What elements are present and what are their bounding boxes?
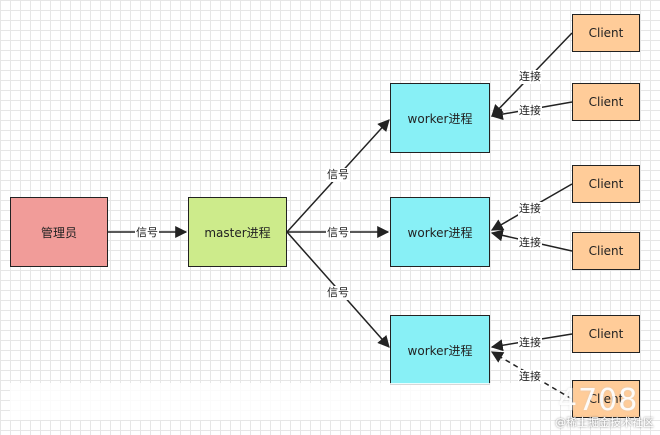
watermark-text: @稀土掘金技术社区 (555, 416, 654, 429)
worker-label-3: worker进程 (407, 343, 473, 358)
client-label-2: Client (588, 95, 624, 109)
edge-label-client-1: 连接 (518, 70, 542, 84)
edge-label-admin-master: 信号 (135, 226, 159, 240)
client-node-3: Client (572, 165, 640, 203)
client-label-3: Client (588, 177, 624, 191)
edge-label-client-5: 连接 (518, 336, 542, 350)
admin-node: 管理员 (10, 197, 108, 267)
client-node-4: Client (572, 232, 640, 270)
client-label-4: Client (588, 244, 624, 258)
edge-label-master-worker-2: 信号 (326, 226, 350, 240)
client-node-5: Client (572, 315, 640, 353)
worker-node-1: worker进程 (390, 83, 490, 153)
master-label: master进程 (204, 225, 271, 240)
watermark-number: 4708 (558, 383, 639, 418)
client-label-6: Client (588, 392, 624, 406)
edge-label-master-worker-1: 信号 (326, 168, 350, 182)
watermark-band (10, 383, 540, 420)
master-process-node: master进程 (188, 197, 287, 267)
worker-label-2: worker进程 (407, 225, 473, 240)
worker-node-2: worker进程 (390, 197, 490, 267)
edge-label-client-2: 连接 (518, 104, 542, 118)
client-label-1: Client (588, 26, 624, 40)
client-node-1: Client (572, 14, 640, 52)
edge-label-master-worker-3: 信号 (326, 286, 350, 300)
admin-label: 管理员 (40, 225, 77, 240)
edge-label-client-3: 连接 (518, 202, 542, 216)
client-label-5: Client (588, 327, 624, 341)
worker-label-1: worker进程 (407, 111, 473, 126)
client-node-6: Client (572, 380, 640, 418)
edge-label-client-4: 连接 (518, 236, 542, 250)
client-node-2: Client (572, 83, 640, 121)
edge-label-client-6: 连接 (518, 370, 542, 384)
worker-node-3: worker进程 (390, 315, 490, 385)
